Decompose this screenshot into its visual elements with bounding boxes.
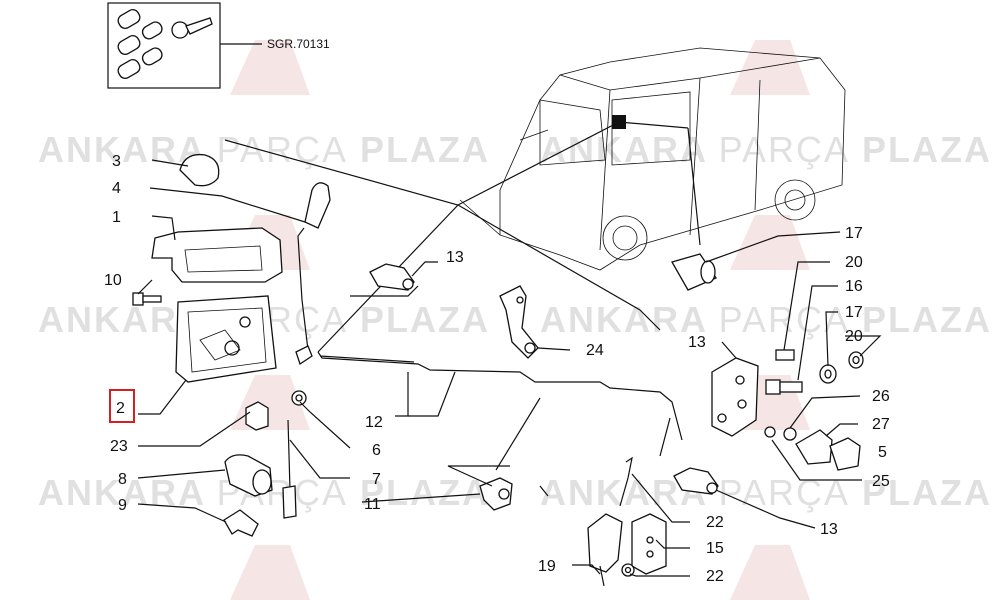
part-11-connector [479,477,513,511]
callout-12: 12 [365,414,383,431]
part-16-plate [631,513,667,575]
part-12-rods [317,351,683,441]
callout-21: 20 [845,254,863,271]
svg-text:ANKARA PARÇA PLAZA: ANKARA PARÇA PLAZA [540,299,992,340]
leader-lines [137,159,882,577]
part-4-handle-rod [295,182,331,366]
callout-23: 22 [706,514,724,531]
part-7-rod [282,419,297,519]
callout-17: 17 [845,304,863,321]
watermark-logo [230,40,310,95]
callout-10: 10 [104,272,122,289]
callout-11: 11 [364,496,381,513]
reference-code: SGR.70131 [267,37,330,51]
lock-kit-box: SGR.70131 [107,2,330,89]
watermark-text: ANKARA PARÇA PLAZA ANKARA PARÇA PLAZA AN… [38,129,992,513]
callout-26: 25 [872,473,890,490]
part-14-hinge [711,357,759,437]
part-1-outer-handle [151,227,283,283]
callout-9: 9 [118,497,127,514]
part-23-curved-rod [619,456,633,507]
part-9-retaining-clip [223,509,259,537]
part-5-plate [829,437,861,471]
callout-28: 27 [872,416,890,433]
callout-13-lower: 13 [820,521,838,538]
part-8-lock-cylinder [224,454,273,497]
watermark-logo [730,545,810,600]
callout-22: 22 [706,568,724,585]
callout-14: 13 [688,334,706,351]
part-20-washer [848,351,864,369]
callout-1: 1 [112,209,121,226]
watermark-logo [730,40,810,95]
callout-13-upper: 13 [446,249,464,266]
part-25-bent-bracket [499,285,539,359]
callout-27: 26 [872,388,890,405]
part-17-washer [819,364,837,384]
svg-text:ANKARA PARÇA PLAZA: ANKARA PARÇA PLAZA [38,129,490,170]
part-18-roller [671,253,717,291]
part-15-bolt [765,379,803,395]
callout-5: 5 [878,444,887,461]
svg-text:ANKARA PARÇA PLAZA: ANKARA PARÇA PLAZA [540,472,992,513]
svg-text:ANKARA PARÇA PLAZA: ANKARA PARÇA PLAZA [540,129,992,170]
watermark-logo [230,545,310,600]
callout-8: 8 [118,471,127,488]
part-3-cap [179,153,220,187]
callout-4: 4 [112,180,121,197]
part-22-nut [621,563,635,577]
part-13-bracket-lower [673,467,719,495]
part-6-grommet [291,390,307,406]
part-19-actuator [587,513,623,587]
callout-2: 2 [116,400,125,417]
watermark-logo [730,215,810,270]
callout-25: 24 [586,342,604,359]
part-13-bracket-upper [369,263,415,291]
part-24-clip [245,401,269,431]
part-10-screw [132,292,162,306]
callout-15: 16 [845,278,863,295]
callout-18: 17 [845,225,863,242]
part-2-lock-mechanism [175,295,277,383]
van-illustration [459,47,846,271]
callout-16: 15 [706,540,724,557]
callout-7: 7 [372,471,381,488]
callout-19: 19 [538,558,556,575]
part-21-bolt [775,349,795,361]
callout-3: 3 [112,153,121,170]
callout-24: 23 [110,438,128,455]
callout-numbers: 3 4 1 10 2 23 8 9 6 7 12 11 13 24 13 17 … [104,153,890,585]
callout-20: 20 [845,328,863,345]
callout-6: 6 [372,442,381,459]
callout-2-highlight [109,389,135,423]
van-leader-lines [457,115,701,246]
part-26-nut [764,426,776,438]
part-27-nut [783,427,797,441]
